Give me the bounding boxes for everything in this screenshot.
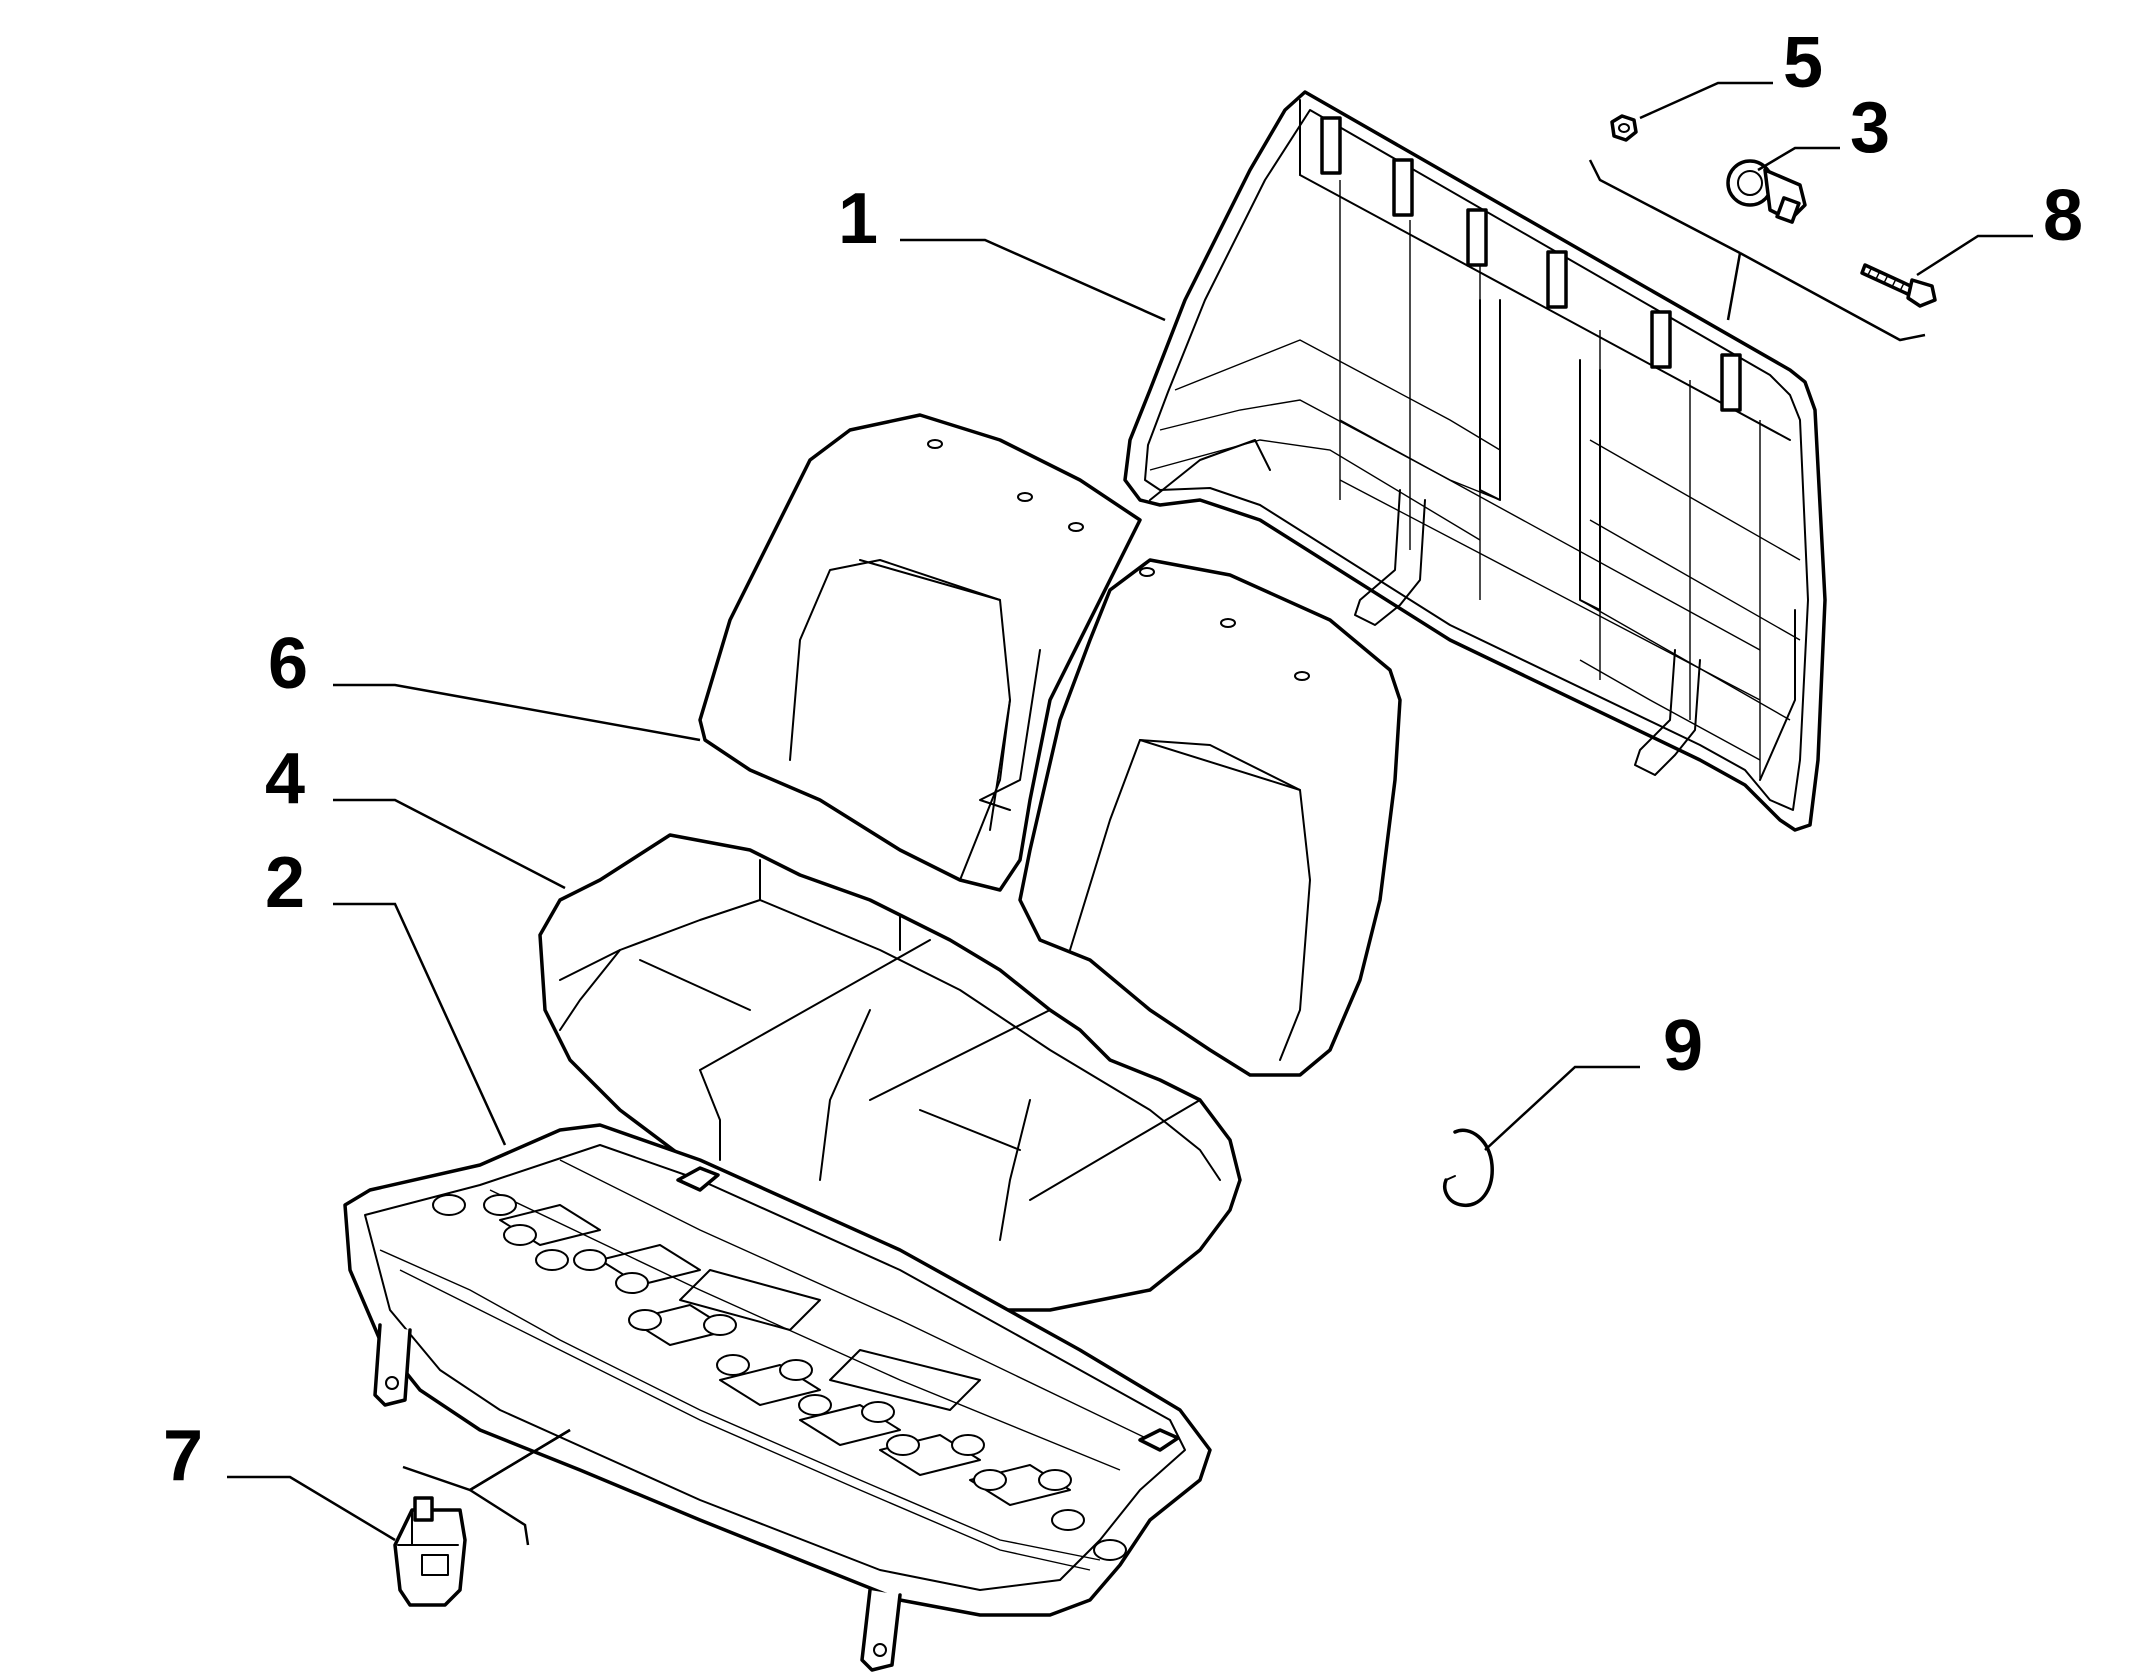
leader-3	[1757, 146, 1840, 172]
part-6-backrest-cushion[interactable]	[698, 413, 1402, 1077]
leader-4	[333, 798, 566, 890]
leader-2	[333, 902, 507, 1146]
callout-8: 8	[2043, 176, 2083, 256]
part-8-screw[interactable]	[1860, 263, 1937, 308]
leader-7	[227, 1475, 396, 1542]
bracket-lower-branch	[469, 1428, 571, 1492]
bracket-upper	[1588, 159, 1741, 255]
callout-5: 5	[1783, 23, 1823, 103]
leader-1	[900, 238, 1166, 322]
leader-6	[333, 683, 701, 742]
bracket-upper-right	[1739, 251, 1926, 342]
leader-9	[1484, 1065, 1640, 1151]
part-9-hook-ring[interactable]	[1443, 1128, 1494, 1207]
callout-3: 3	[1850, 88, 1890, 168]
leader-5	[1639, 81, 1773, 120]
part-7-buckle[interactable]	[393, 1496, 467, 1607]
callout-1: 1	[838, 179, 878, 259]
bracket-lower-right	[469, 1488, 530, 1546]
callout-numbers: 1 2 3 4 5 6 7 8 9	[163, 23, 2083, 1496]
callout-6: 6	[268, 624, 308, 704]
part-1-backrest-frame[interactable]	[1123, 90, 1827, 832]
bracket-upper-branch	[1726, 252, 1742, 321]
part-3-clip[interactable]	[1726, 159, 1807, 224]
leader-8	[1916, 234, 2033, 277]
leader-lines	[227, 81, 2033, 1546]
callout-2: 2	[265, 843, 305, 923]
callout-4: 4	[265, 739, 305, 819]
callout-7: 7	[163, 1416, 203, 1496]
part-5-nut[interactable]	[1610, 114, 1638, 142]
part-2-seat-pan[interactable]	[343, 1123, 1212, 1672]
callout-9: 9	[1663, 1006, 1703, 1086]
